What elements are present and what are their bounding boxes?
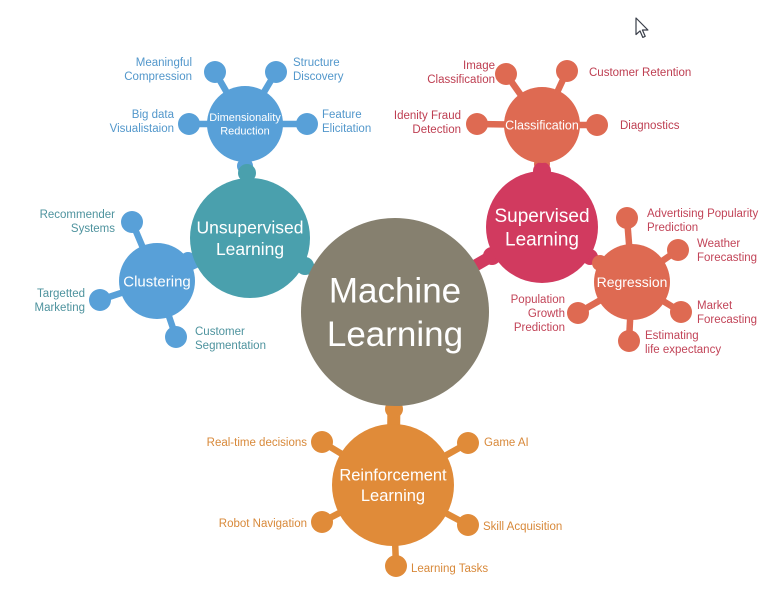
node-dot-targetted-marketing — [89, 289, 111, 311]
hub-label-classification: Classification — [505, 118, 579, 132]
label-market-forecasting: Forecasting — [697, 314, 757, 326]
hub-classification — [504, 87, 580, 163]
label-advertising-popularity-prediction: Prediction — [647, 222, 698, 234]
label-advertising-popularity-prediction: Advertising Popularity — [647, 208, 758, 220]
hub-dimensionality-reduction — [207, 86, 283, 162]
node-dot-real-time-decisions — [311, 431, 333, 453]
label-learning-tasks: Learning Tasks — [411, 563, 488, 575]
hub-reinforcement-learning — [332, 424, 454, 546]
mouse-cursor-icon — [635, 17, 649, 38]
node-dot-diagnostics — [586, 114, 608, 136]
label-diagnostics: Diagnostics — [620, 120, 680, 132]
label-recommender-systems: Recommender — [40, 209, 116, 221]
node-dot-game-ai — [457, 432, 479, 454]
node-dot-advertising-popularity-prediction — [616, 207, 638, 229]
label-image-classification: Image — [463, 60, 495, 72]
label-idenity-fraud-detection: Idenity Fraud — [394, 110, 461, 122]
label-meaningful-compression: Meaningful — [136, 57, 192, 69]
label-customer-segmentation: Segmentation — [195, 340, 266, 352]
label-population-growth-prediction: Population — [511, 294, 565, 306]
label-customer-segmentation: Customer — [195, 326, 245, 338]
label-feature-elicitation: Feature — [322, 109, 362, 121]
label-idenity-fraud-detection: Detection — [412, 124, 461, 136]
hub-label-reinforcement-learning: Reinforcement — [339, 467, 447, 485]
label-market-forecasting: Market — [697, 300, 733, 312]
label-estimating-life-expectancy: Estimating — [645, 330, 699, 342]
label-skill-acquisition: Skill Acquisition — [483, 521, 562, 533]
hub-label-dimensionality-reduction: Dimensionality — [209, 112, 281, 124]
hub-label-dimensionality-reduction: Reduction — [220, 126, 270, 138]
hub-label-clustering: Clustering — [123, 273, 191, 290]
hub-label-unsupervised-learning: Learning — [216, 239, 284, 259]
hub-label-unsupervised-learning: Unsupervised — [197, 217, 304, 237]
label-big-data-visualistaion: Visualistaion — [110, 123, 174, 135]
node-dot-weather-forecasting — [667, 239, 689, 261]
hub-label-regression: Regression — [597, 274, 668, 290]
label-robot-navigation: Robot Navigation — [219, 518, 307, 530]
hub-machine-learning — [301, 218, 489, 406]
node-dot-recommender-systems — [121, 211, 143, 233]
node-dot-customer-segmentation — [165, 326, 187, 348]
node-dot-population-growth-prediction — [567, 302, 589, 324]
hub-unsupervised-learning — [190, 178, 310, 298]
hub-label-reinforcement-learning: Learning — [361, 487, 425, 505]
hub-label-machine-learning: Machine — [329, 272, 461, 311]
label-targetted-marketing: Targetted — [37, 288, 85, 300]
node-dot-robot-navigation — [311, 511, 333, 533]
node-dot-meaningful-compression — [204, 61, 226, 83]
node-dot-customer-retention — [556, 60, 578, 82]
hub-regression — [594, 244, 670, 320]
node-dot-image-classification — [495, 63, 517, 85]
label-population-growth-prediction: Prediction — [514, 322, 565, 334]
node-dot-estimating-life-expectancy — [618, 330, 640, 352]
node-dot-skill-acquisition — [457, 514, 479, 536]
label-game-ai: Game AI — [484, 437, 529, 449]
hub-label-supervised-learning: Learning — [505, 229, 579, 250]
label-customer-retention: Customer Retention — [589, 67, 691, 79]
label-weather-forecasting: Weather — [697, 238, 740, 250]
label-estimating-life-expectancy: life expectancy — [645, 344, 721, 356]
label-targetted-marketing: Marketing — [35, 302, 86, 314]
label-real-time-decisions: Real-time decisions — [207, 437, 308, 449]
node-dot-market-forecasting — [670, 301, 692, 323]
hub-clustering — [119, 243, 195, 319]
label-population-growth-prediction: Growth — [528, 308, 565, 320]
label-structure-discovery: Discovery — [293, 71, 344, 83]
label-structure-discovery: Structure — [293, 57, 340, 69]
label-big-data-visualistaion: Big data — [132, 109, 175, 121]
node-dot-feature-elicitation — [296, 113, 318, 135]
label-recommender-systems: Systems — [71, 223, 115, 235]
label-feature-elicitation: Elicitation — [322, 123, 371, 135]
label-image-classification: Classification — [427, 74, 495, 86]
node-dot-structure-discovery — [265, 61, 287, 83]
link-nub-1 — [238, 164, 256, 182]
hub-label-supervised-learning: Supervised — [494, 206, 589, 227]
node-dot-big-data-visualistaion — [178, 113, 200, 135]
hub-supervised-learning — [486, 171, 598, 283]
label-meaningful-compression: Compression — [124, 71, 192, 83]
label-weather-forecasting: Forecasting — [697, 252, 757, 264]
node-dot-learning-tasks — [385, 555, 407, 577]
node-dot-idenity-fraud-detection — [466, 113, 488, 135]
hub-label-machine-learning: Learning — [327, 315, 463, 354]
